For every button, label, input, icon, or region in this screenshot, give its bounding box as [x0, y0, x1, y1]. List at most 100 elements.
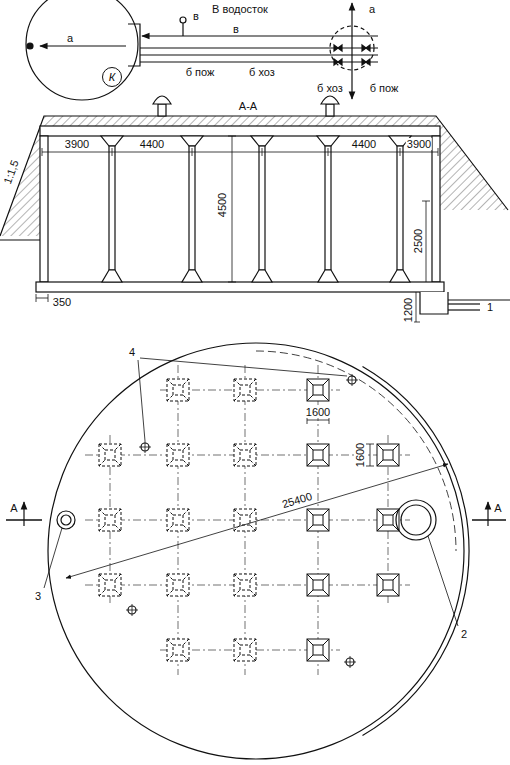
section-line-line — [318, 270, 338, 282]
scheme-line — [334, 45, 370, 65]
plan-line — [23, 502, 24, 526]
plan-line-line-line — [167, 509, 189, 531]
plan-line-line-line — [250, 574, 256, 580]
plan-line-line-line — [377, 574, 399, 596]
plan-line — [472, 519, 506, 521]
plan-line-line — [99, 574, 121, 596]
plan-line-line-line — [167, 379, 189, 401]
plan-line-line — [44, 528, 62, 588]
plan-line-line-line — [234, 379, 256, 401]
scheme-line — [351, 3, 352, 60]
plan-line-line — [307, 420, 329, 421]
dimension-label: 1200 — [402, 297, 414, 323]
plan-line-line-line — [307, 655, 313, 661]
plan-line-line — [234, 379, 256, 401]
plan-line-line-line — [313, 515, 323, 525]
plan-line — [44, 358, 458, 626]
plan-line-line-line — [115, 509, 121, 515]
section-line-line — [251, 136, 273, 146]
plan-line-line-line — [167, 590, 173, 596]
plan-line-line-line — [99, 574, 121, 596]
reservoir-circle: К — [102, 67, 122, 87]
section-line-line — [101, 136, 123, 146]
dimension-label: а — [66, 32, 74, 44]
dimension-label: 2500 — [412, 228, 424, 254]
plan-line-line-line — [250, 639, 256, 645]
plan-line-line-line — [307, 639, 329, 661]
plan-line-line-line — [105, 580, 115, 590]
plan-line-line-line — [99, 525, 105, 531]
plan-line-line-line — [234, 590, 240, 596]
plan-line-line-line — [183, 460, 189, 466]
plan-line-line-line — [234, 379, 240, 385]
plan-line-line — [428, 536, 458, 626]
plan-line-line-line — [173, 515, 183, 525]
plan-line-line-line — [377, 509, 383, 515]
plan-line-line-line — [377, 590, 383, 596]
plan-line-line — [167, 444, 189, 466]
plan-line-line-line — [234, 444, 240, 450]
scheme-line — [40, 45, 126, 46]
scheme-line — [351, 60, 352, 99]
plan-line-line-line — [115, 590, 121, 596]
plan-line-line-line — [234, 574, 240, 580]
plan-line-line-line — [105, 450, 115, 460]
plan-line-line-line — [323, 444, 329, 450]
dimension-label: в — [232, 23, 240, 35]
plan-line-line-line — [393, 444, 399, 450]
plan-line-line-line — [99, 590, 105, 596]
scheme-line — [142, 35, 378, 36]
dimension-label: 3 — [34, 590, 42, 602]
plan-line-line-line — [234, 639, 256, 661]
dimension-label: 1600 — [305, 406, 331, 418]
plan-line-line-line — [307, 509, 329, 531]
scheme-line — [330, 26, 374, 70]
dimension-label: 1:1,5 — [1, 158, 21, 187]
plan-line-line — [234, 444, 256, 466]
plan-line-line-line — [250, 379, 256, 385]
plan-line-line-line — [234, 639, 240, 645]
scheme-line — [140, 54, 378, 55]
section-line-line — [36, 298, 48, 299]
plan-line-line-line — [167, 639, 189, 661]
plan-line — [57, 511, 75, 529]
plan-line-line-line — [115, 574, 121, 580]
plan-line-line-line — [115, 444, 121, 450]
dimension-label: б хоз — [248, 66, 276, 78]
plan-line — [363, 367, 470, 736]
plan-line-line-line — [183, 395, 189, 401]
plan — [6, 343, 506, 759]
section-line — [432, 136, 440, 282]
section-line-line — [259, 146, 265, 270]
section-line-line — [426, 201, 427, 282]
plan-line — [401, 505, 431, 535]
dimension-label: 3900 — [406, 138, 432, 150]
plan-line-line-line — [173, 450, 183, 460]
section-line-line — [182, 270, 202, 282]
dimension-label: 3900 — [64, 138, 90, 150]
plan-line-line-line — [393, 590, 399, 596]
plan-line-line-line — [173, 385, 183, 395]
plan-line-line — [307, 574, 329, 596]
section-line-line — [109, 146, 115, 270]
dimension-label: б пож — [185, 66, 216, 78]
plan-line-line-line — [307, 379, 313, 385]
dimension-label: 2 — [460, 628, 468, 640]
section-line — [153, 96, 339, 116]
plan-line-line — [366, 466, 374, 467]
plan-line-line-line — [307, 574, 329, 596]
section-line-line — [422, 201, 430, 202]
plan-line-line-line — [323, 395, 329, 401]
plan-line-line — [138, 360, 145, 441]
plan-line-line-line — [167, 525, 173, 531]
section-line-line — [416, 292, 417, 322]
plan-line-line-line — [167, 379, 173, 385]
plan-line-line-line — [234, 655, 240, 661]
plan-line-line-line — [323, 509, 329, 515]
plan-line-line-line — [183, 525, 189, 531]
plan-line-line-line — [167, 655, 173, 661]
plan-line-line — [307, 639, 329, 661]
plan-line-line-line — [99, 574, 105, 580]
plan-line-line — [167, 639, 189, 661]
